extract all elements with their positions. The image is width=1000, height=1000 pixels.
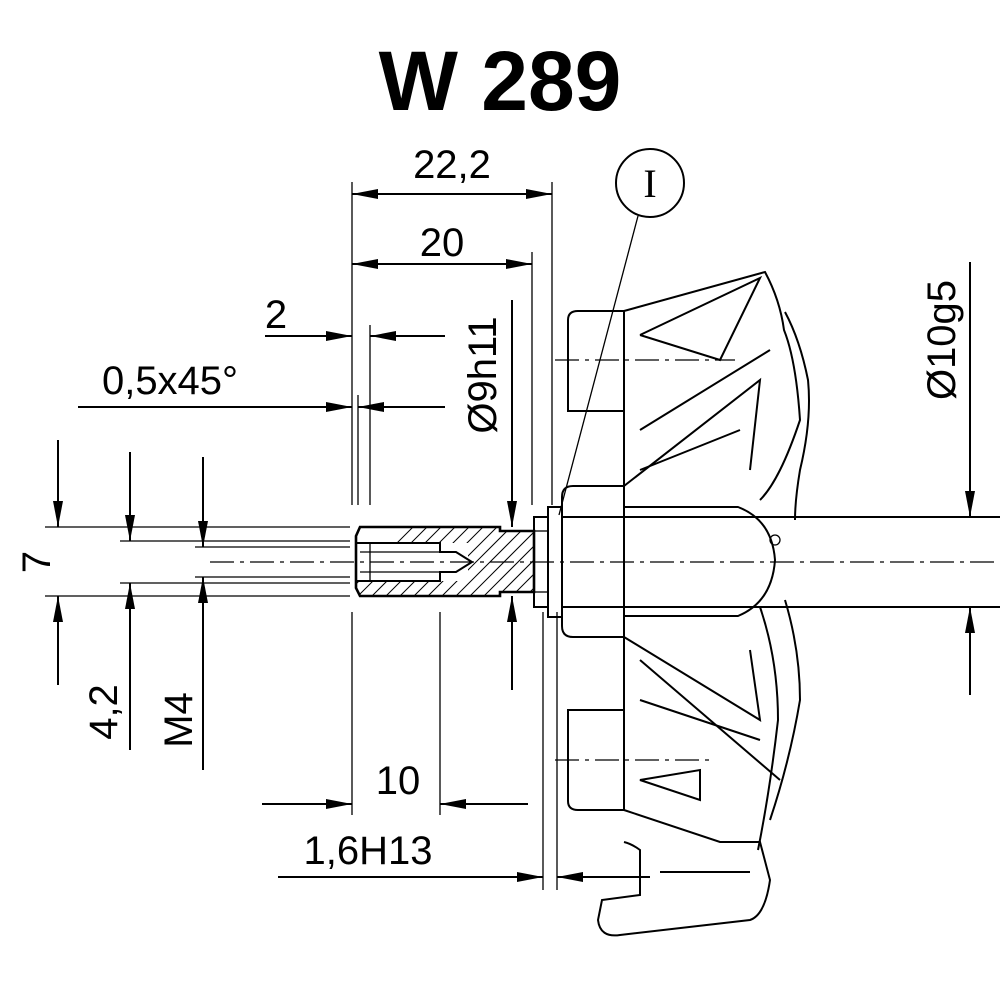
dimension-label-chamfer: 0,5x45° (102, 359, 238, 403)
detail-marker-label: I (643, 161, 656, 206)
dimension-label-m4: M4 (157, 692, 201, 748)
dimension-chamfer: 0,5x45° (78, 359, 445, 412)
dimension-hub-diameter: Ø10g5 (920, 262, 975, 695)
section-hatching (356, 527, 534, 596)
centerlines (210, 359, 1000, 761)
dimension-label-4-2: 4,2 (82, 684, 126, 740)
dimension-groove-width: 1,6H13 (278, 829, 650, 882)
dimension-label-2: 2 (265, 293, 287, 337)
dimension-shaft-height: 7 (15, 440, 63, 685)
dimension-thread-depth: 10 (262, 759, 528, 809)
dimension-shaft-length: 20 (352, 221, 532, 269)
dimension-label-d9h11: Ø9h11 (461, 316, 505, 433)
extension-lines (45, 182, 980, 890)
dimension-label-7: 7 (15, 551, 59, 573)
dimension-label-20: 20 (420, 221, 465, 265)
dimension-label-groove: 1,6H13 (304, 829, 433, 873)
dimension-label-22-2: 22,2 (413, 143, 491, 187)
dimension-shaft-diameter: Ø9h11 (461, 300, 517, 690)
dimension-label-10: 10 (376, 759, 421, 803)
dimension-thread-size: M4 (157, 457, 208, 770)
drawing-title: W 289 (379, 34, 622, 128)
fan-wheel (561, 270, 1000, 937)
detail-marker-bubble: I (558, 148, 685, 516)
dimension-chamfer-offset: 2 (265, 293, 445, 341)
dimension-overall-length: 22,2 (352, 143, 552, 199)
dimension-label-d10g5: Ø10g5 (920, 280, 964, 400)
dimension-bore-diameter: 4,2 (82, 452, 135, 750)
